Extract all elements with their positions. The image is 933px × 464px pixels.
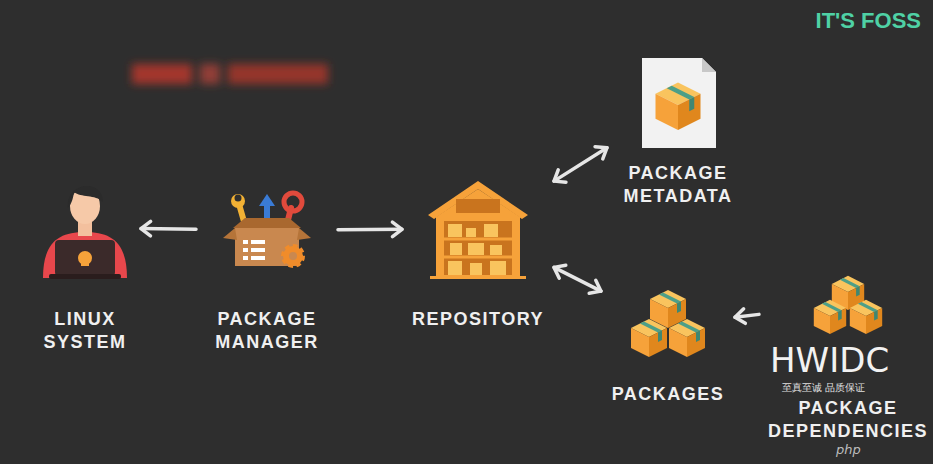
connector-arrow — [141, 221, 196, 236]
node-box: REPOSITORY — [408, 180, 548, 331]
node-label: PACKAGE DEPENDENCIES — [765, 397, 931, 444]
repository-icon — [428, 181, 528, 279]
connector-arrow — [554, 147, 607, 182]
connector-arrow — [735, 309, 759, 323]
icon-slot — [428, 180, 528, 278]
icon-slot — [803, 272, 893, 336]
connector-arrow — [338, 222, 402, 237]
dependencies-icon — [814, 276, 882, 334]
node-label: LINUX SYSTEM — [35, 308, 135, 355]
icon-slot — [222, 192, 312, 268]
icon-slot — [40, 178, 130, 278]
icon-slot — [623, 285, 713, 365]
site-watermark: HWIDC — [770, 340, 889, 380]
packages-icon — [631, 290, 705, 357]
package-manager-icon — [223, 193, 311, 266]
connector-arrow — [554, 265, 601, 293]
node-label: REPOSITORY — [408, 308, 548, 331]
metadata-icon — [642, 58, 716, 148]
node-box: PACKAGE METADATA — [613, 58, 743, 209]
node-box: PACKAGES — [607, 285, 729, 406]
php-watermark: php — [836, 442, 861, 457]
node-box: LINUX SYSTEM — [35, 178, 135, 355]
watermark-slogan: 至真至诚 品质保证 — [782, 381, 865, 395]
node-label: PACKAGES — [607, 383, 729, 406]
user-icon — [43, 186, 127, 279]
node-label: PACKAGE METADATA — [613, 162, 743, 209]
node-box: PACKAGE MANAGER — [202, 192, 332, 355]
node-label: PACKAGE MANAGER — [202, 308, 332, 355]
brand-watermark: IT'S FOSS — [816, 8, 921, 34]
blurred-heading — [132, 64, 328, 84]
icon-slot — [640, 58, 716, 148]
